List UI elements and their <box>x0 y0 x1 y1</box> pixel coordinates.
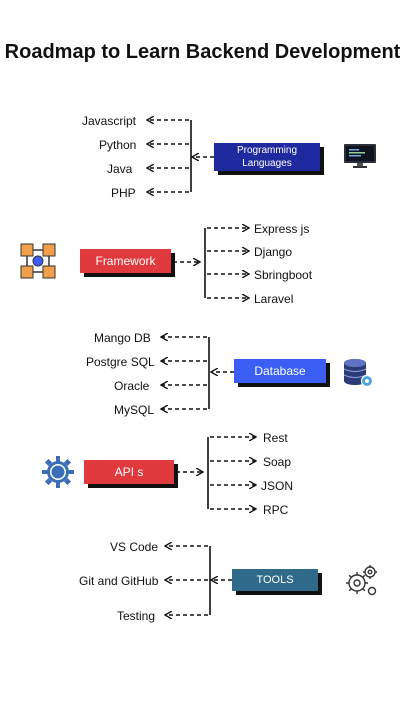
framework-box: Framework <box>80 249 171 273</box>
framework-item-springboot: Sbringboot <box>254 268 313 282</box>
api-item-rest: Rest <box>263 431 288 445</box>
tool-item-testing: Testing <box>117 609 156 623</box>
database-item-mysql: MySQL <box>114 403 155 417</box>
tools-box: TOOLS <box>232 569 318 591</box>
database-item-oracle: Oracle <box>114 379 150 393</box>
page-title: Roadmap to Learn Backend Development <box>0 38 405 66</box>
framework-label: Framework <box>95 253 156 268</box>
framework-item-django: Django <box>254 245 293 259</box>
programming-languages-box: Programming Languages <box>214 143 320 171</box>
database-item-postgresql: Postgre SQL <box>86 355 155 369</box>
api-item-soap: Soap <box>263 455 292 469</box>
api-gear-icon <box>42 456 74 488</box>
tools-label: TOOLS <box>256 573 294 586</box>
database-label: Database <box>254 363 306 378</box>
computer-monitor-icon <box>343 143 377 169</box>
gears-icon <box>343 563 379 599</box>
framework-item-laravel: Laravel <box>254 292 294 306</box>
tool-item-vscode: VS Code <box>110 540 159 554</box>
language-item-python: Python <box>99 138 137 152</box>
programming-languages-label: Programming Languages <box>236 145 298 169</box>
api-item-rpc: RPC <box>263 503 289 517</box>
tool-item-git-github: Git and GitHub <box>79 574 159 588</box>
puzzle-network-icon <box>20 243 56 279</box>
apis-label: API s <box>114 464 144 479</box>
database-box: Database <box>234 359 326 383</box>
language-item-java: Java <box>107 162 133 176</box>
apis-box: API s <box>84 460 174 484</box>
api-item-json: JSON <box>261 479 294 493</box>
page-title-text: Roadmap to Learn Backend Development <box>4 41 401 63</box>
database-item-mongodb: Mango DB <box>94 331 151 345</box>
language-item-javascript: Javascript <box>82 114 137 128</box>
database-gear-icon <box>342 357 374 389</box>
framework-item-express: Express js <box>254 222 310 236</box>
language-item-php: PHP <box>111 186 136 200</box>
